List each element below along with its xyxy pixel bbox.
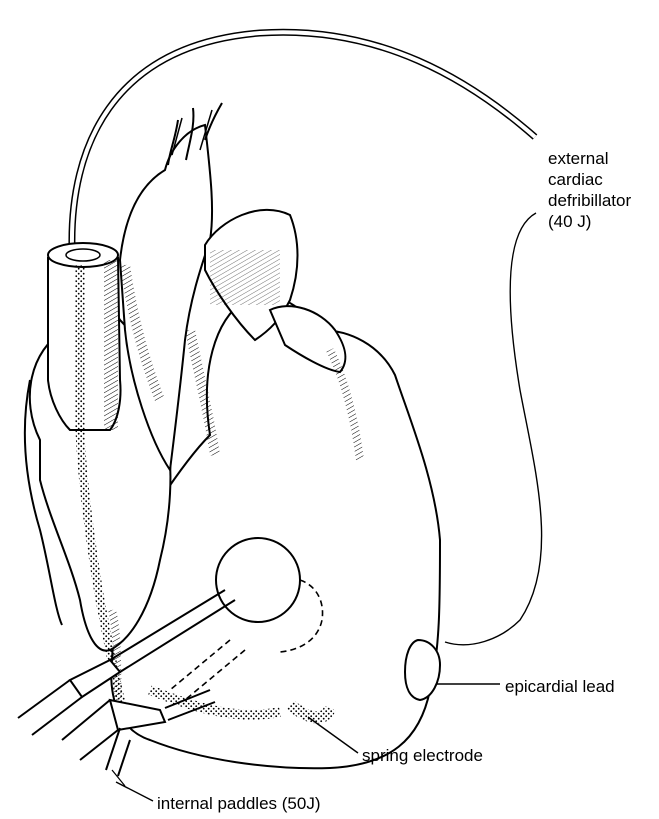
internal-paddles-label: internal paddles (50J) bbox=[157, 793, 320, 814]
defibrillator-label-line: external bbox=[548, 148, 631, 169]
defibrillator-label-line: (40 J) bbox=[548, 211, 631, 232]
defibrillator-label: external cardiac defribillator (40 J) bbox=[548, 148, 631, 232]
spring-electrode-label: spring electrode bbox=[362, 745, 483, 766]
defibrillator-label-line: cardiac bbox=[548, 169, 631, 190]
heart bbox=[25, 103, 440, 768]
defibrillator-label-line: defribillator bbox=[548, 190, 631, 211]
epicardial-lead-label: epicardial lead bbox=[505, 676, 615, 697]
